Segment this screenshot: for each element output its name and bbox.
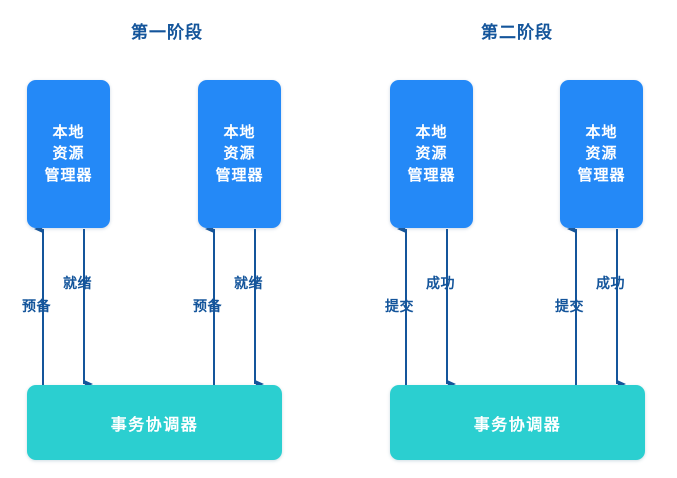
resource-manager-label-line: 本地	[585, 123, 618, 142]
arrow-down-label-phase-two-1: 成功	[426, 276, 455, 292]
phase-title-phase-two: 第二阶段	[481, 23, 553, 43]
arrow-up-label-phase-two-1: 提交	[385, 299, 414, 315]
arrow-up-label-phase-one-2: 预备	[193, 299, 222, 315]
coordinator-label: 事务协调器	[110, 414, 199, 434]
resource-manager-box-phase-one-1[interactable]: 本地资源管理器	[27, 80, 110, 228]
resource-manager-box-phase-two-2[interactable]: 本地资源管理器	[560, 80, 643, 228]
resource-manager-label-line: 本地	[415, 123, 448, 142]
resource-manager-label-line: 管理器	[44, 165, 93, 184]
resource-manager-label-line: 资源	[585, 144, 618, 163]
resource-manager-box-phase-two-1[interactable]: 本地资源管理器	[390, 80, 473, 228]
resource-manager-label-line: 本地	[223, 123, 256, 142]
arrow-up-label-phase-one-1: 预备	[22, 299, 51, 315]
resource-manager-label-line: 管理器	[577, 165, 626, 184]
resource-manager-label-line: 资源	[52, 144, 85, 163]
resource-manager-label-line: 资源	[415, 144, 448, 163]
coordinator-box-phase-one[interactable]: 事务协调器	[27, 385, 282, 460]
resource-manager-label-line: 管理器	[215, 165, 264, 184]
resource-manager-label-line: 本地	[52, 123, 85, 142]
resource-manager-box-phase-one-2[interactable]: 本地资源管理器	[198, 80, 281, 228]
arrow-down-label-phase-two-2: 成功	[596, 276, 625, 292]
resource-manager-label-line: 管理器	[407, 165, 456, 184]
arrow-up-label-phase-two-2: 提交	[555, 299, 584, 315]
resource-manager-label-line: 资源	[223, 144, 256, 163]
arrow-down-label-phase-one-2: 就绪	[234, 276, 263, 292]
phase-title-phase-one: 第一阶段	[131, 23, 203, 43]
coordinator-label: 事务协调器	[473, 414, 562, 434]
coordinator-box-phase-two[interactable]: 事务协调器	[390, 385, 645, 460]
arrow-down-label-phase-one-1: 就绪	[63, 276, 92, 292]
